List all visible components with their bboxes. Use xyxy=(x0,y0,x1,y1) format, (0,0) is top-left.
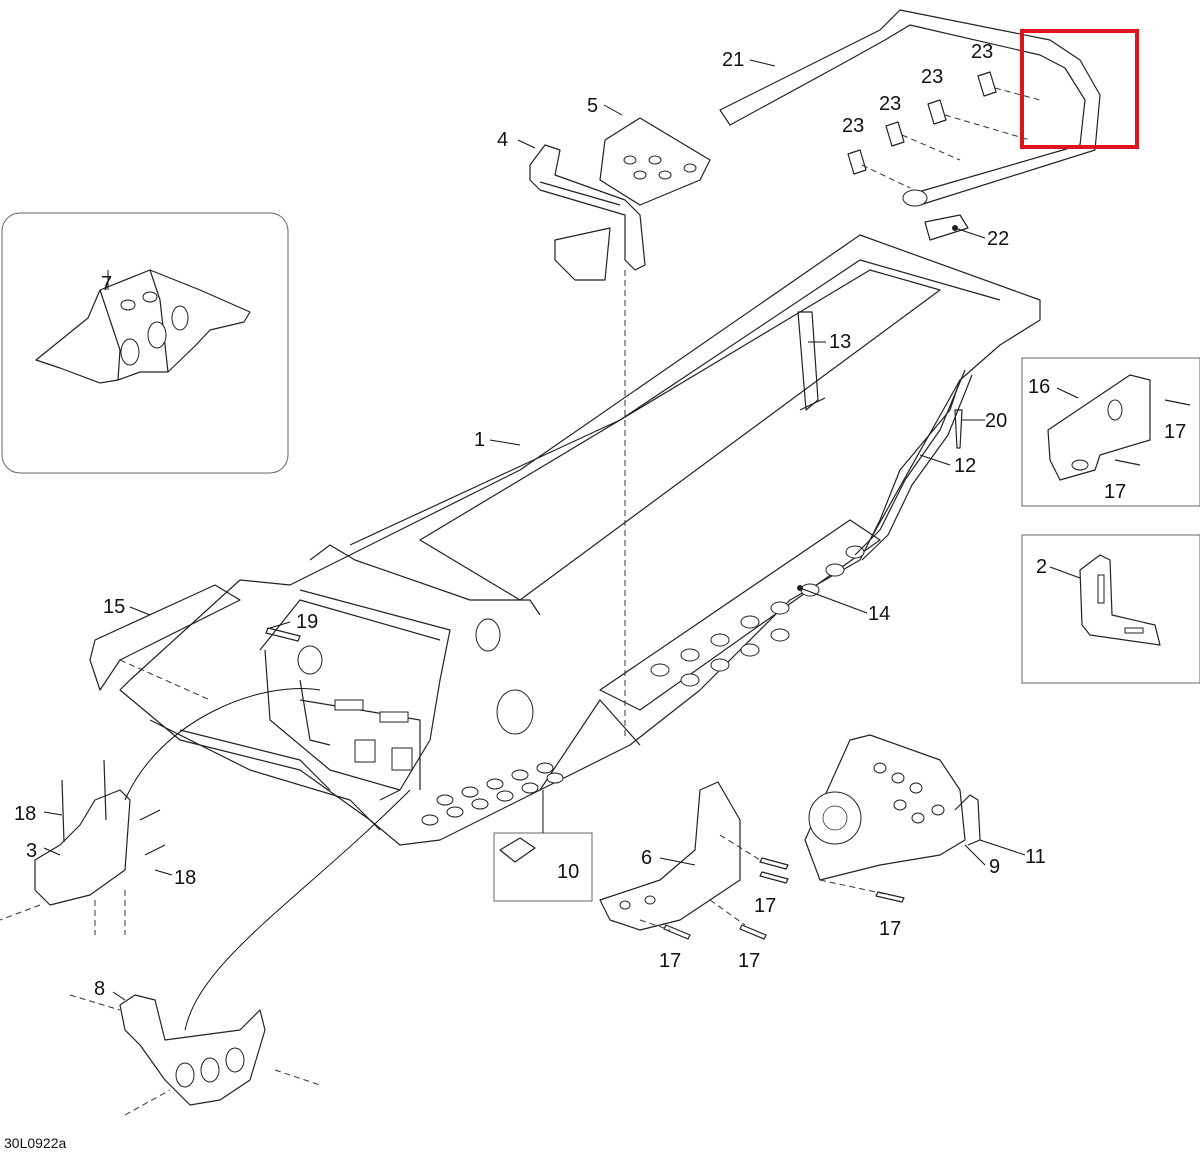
connector-arrow xyxy=(184,789,411,1031)
highlight-box xyxy=(1020,29,1139,149)
part-19-fastener xyxy=(265,627,301,642)
callout-18-a: 18 xyxy=(14,803,36,825)
callout-19: 19 xyxy=(296,611,318,633)
callout-23-b: 23 xyxy=(921,66,943,88)
callout-labels: 1 2 3 4 5 6 7 8 9 10 11 12 13 14 15 16 1… xyxy=(4,41,1186,1151)
callout-9: 9 xyxy=(989,856,1000,878)
callout-7: 7 xyxy=(101,273,112,295)
callout-17-c: 17 xyxy=(754,895,776,917)
part-22-clip xyxy=(924,214,969,241)
callout-17-d: 17 xyxy=(659,950,681,972)
part-9-plate xyxy=(804,734,981,896)
lower-holes xyxy=(421,762,564,826)
leader-lines xyxy=(43,59,1081,1001)
callout-13: 13 xyxy=(829,331,851,353)
part-8-bracket xyxy=(69,994,321,1116)
bolts-23 xyxy=(847,71,997,175)
callout-15: 15 xyxy=(103,596,125,618)
callout-14: 14 xyxy=(868,603,890,625)
fasteners-17 xyxy=(663,857,905,940)
part-20-fastener xyxy=(954,409,963,449)
callout-17-a: 17 xyxy=(1164,421,1186,443)
part-6-plate xyxy=(599,781,761,931)
callout-5: 5 xyxy=(587,95,598,117)
callout-11: 11 xyxy=(1025,846,1046,868)
part-13-post xyxy=(797,311,826,411)
callout-23-a: 23 xyxy=(971,41,993,63)
callout-18-b: 18 xyxy=(174,867,196,889)
part-21-handle xyxy=(719,9,1101,207)
part-12-rail xyxy=(854,369,973,561)
callout-21: 21 xyxy=(722,49,744,71)
callout-20: 20 xyxy=(985,410,1007,432)
callout-1: 1 xyxy=(474,429,485,451)
tunnel-frame xyxy=(119,234,1041,846)
callout-4: 4 xyxy=(497,129,508,151)
callout-17-b: 17 xyxy=(1104,481,1126,503)
callout-12: 12 xyxy=(954,455,976,477)
inset-box-part-2 xyxy=(1021,534,1200,684)
callout-16: 16 xyxy=(1028,376,1050,398)
part-15-bracket xyxy=(89,584,241,701)
drawing-code: 30L0922a xyxy=(4,1135,67,1151)
callout-3: 3 xyxy=(26,840,37,862)
callout-23-d: 23 xyxy=(842,115,864,137)
part-5-plate xyxy=(599,117,711,206)
inset-box-part-16 xyxy=(1021,357,1200,507)
part-3-bracket xyxy=(0,759,166,935)
callout-17-e: 17 xyxy=(738,950,760,972)
callout-17-f: 17 xyxy=(879,918,901,940)
inset-box-part-7 xyxy=(1,212,289,474)
footrest-holes xyxy=(650,545,865,687)
callout-2: 2 xyxy=(1036,556,1047,578)
callout-8: 8 xyxy=(94,978,105,1000)
callout-10: 10 xyxy=(557,861,579,883)
callout-23-c: 23 xyxy=(879,93,901,115)
inset-box-part-10 xyxy=(493,790,593,902)
callout-6: 6 xyxy=(641,847,652,869)
callout-22: 22 xyxy=(987,228,1009,250)
part-4-bracket xyxy=(529,144,646,740)
